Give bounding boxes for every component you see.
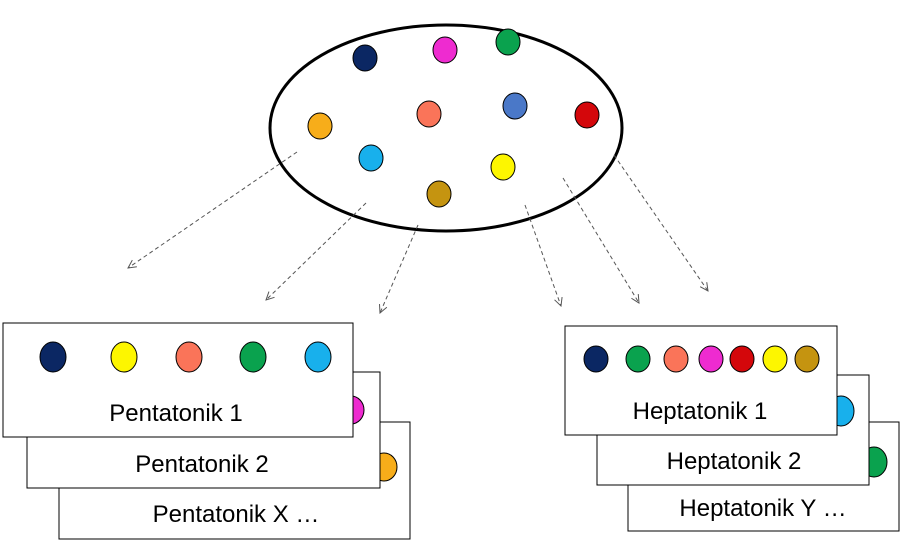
note-dot — [495, 28, 521, 56]
tone-pool — [268, 23, 624, 233]
note-dot — [698, 345, 724, 373]
arrow — [613, 154, 708, 291]
note-dot — [663, 345, 689, 373]
card-label: Pentatonik X … — [153, 501, 320, 528]
note-dot — [307, 112, 333, 140]
card-notes — [39, 341, 332, 373]
arrow — [524, 204, 561, 306]
card-label: Pentatonik 1 — [109, 400, 242, 427]
note-dot — [583, 345, 609, 373]
note-dot — [358, 144, 384, 172]
note-dot — [239, 341, 267, 373]
note-dot — [574, 101, 600, 129]
note-dot — [304, 341, 332, 373]
note-dot — [794, 345, 820, 373]
arrow — [266, 202, 367, 300]
note-dot — [175, 341, 203, 373]
heptatonic-card-1: Heptatonik 1 — [564, 325, 838, 436]
pentatonic-card-1: Pentatonik 1 — [2, 322, 354, 438]
card-notes — [583, 345, 820, 373]
note-dot — [426, 180, 452, 208]
card-box — [2, 322, 354, 438]
note-dot — [39, 341, 67, 373]
arrow — [128, 151, 298, 268]
note-dot — [110, 341, 138, 373]
arrows — [128, 151, 708, 313]
card-box — [564, 325, 838, 436]
note-dot — [502, 92, 528, 120]
card-label: Heptatonik Y … — [679, 495, 846, 522]
card-label: Pentatonik 2 — [135, 451, 268, 478]
note-dot — [416, 100, 442, 128]
note-dot — [352, 44, 378, 72]
note-dot — [762, 345, 788, 373]
arrow — [380, 224, 419, 313]
note-dot — [490, 153, 516, 181]
heptatonic-stack: Heptatonik Y … Heptatonik 2 Heptatonik 1 — [564, 325, 900, 532]
note-dot — [432, 36, 458, 64]
note-dot — [625, 345, 651, 373]
tone-pool-ellipse — [268, 23, 624, 233]
card-label: Heptatonik 1 — [633, 398, 768, 425]
note-dot — [729, 345, 755, 373]
pentatonic-stack: Pentatonik X … Pentatonik 2 Pentatonik 1 — [2, 322, 411, 540]
pool-notes — [307, 28, 600, 208]
card-label: Heptatonik 2 — [667, 448, 802, 475]
arrow — [562, 177, 639, 303]
